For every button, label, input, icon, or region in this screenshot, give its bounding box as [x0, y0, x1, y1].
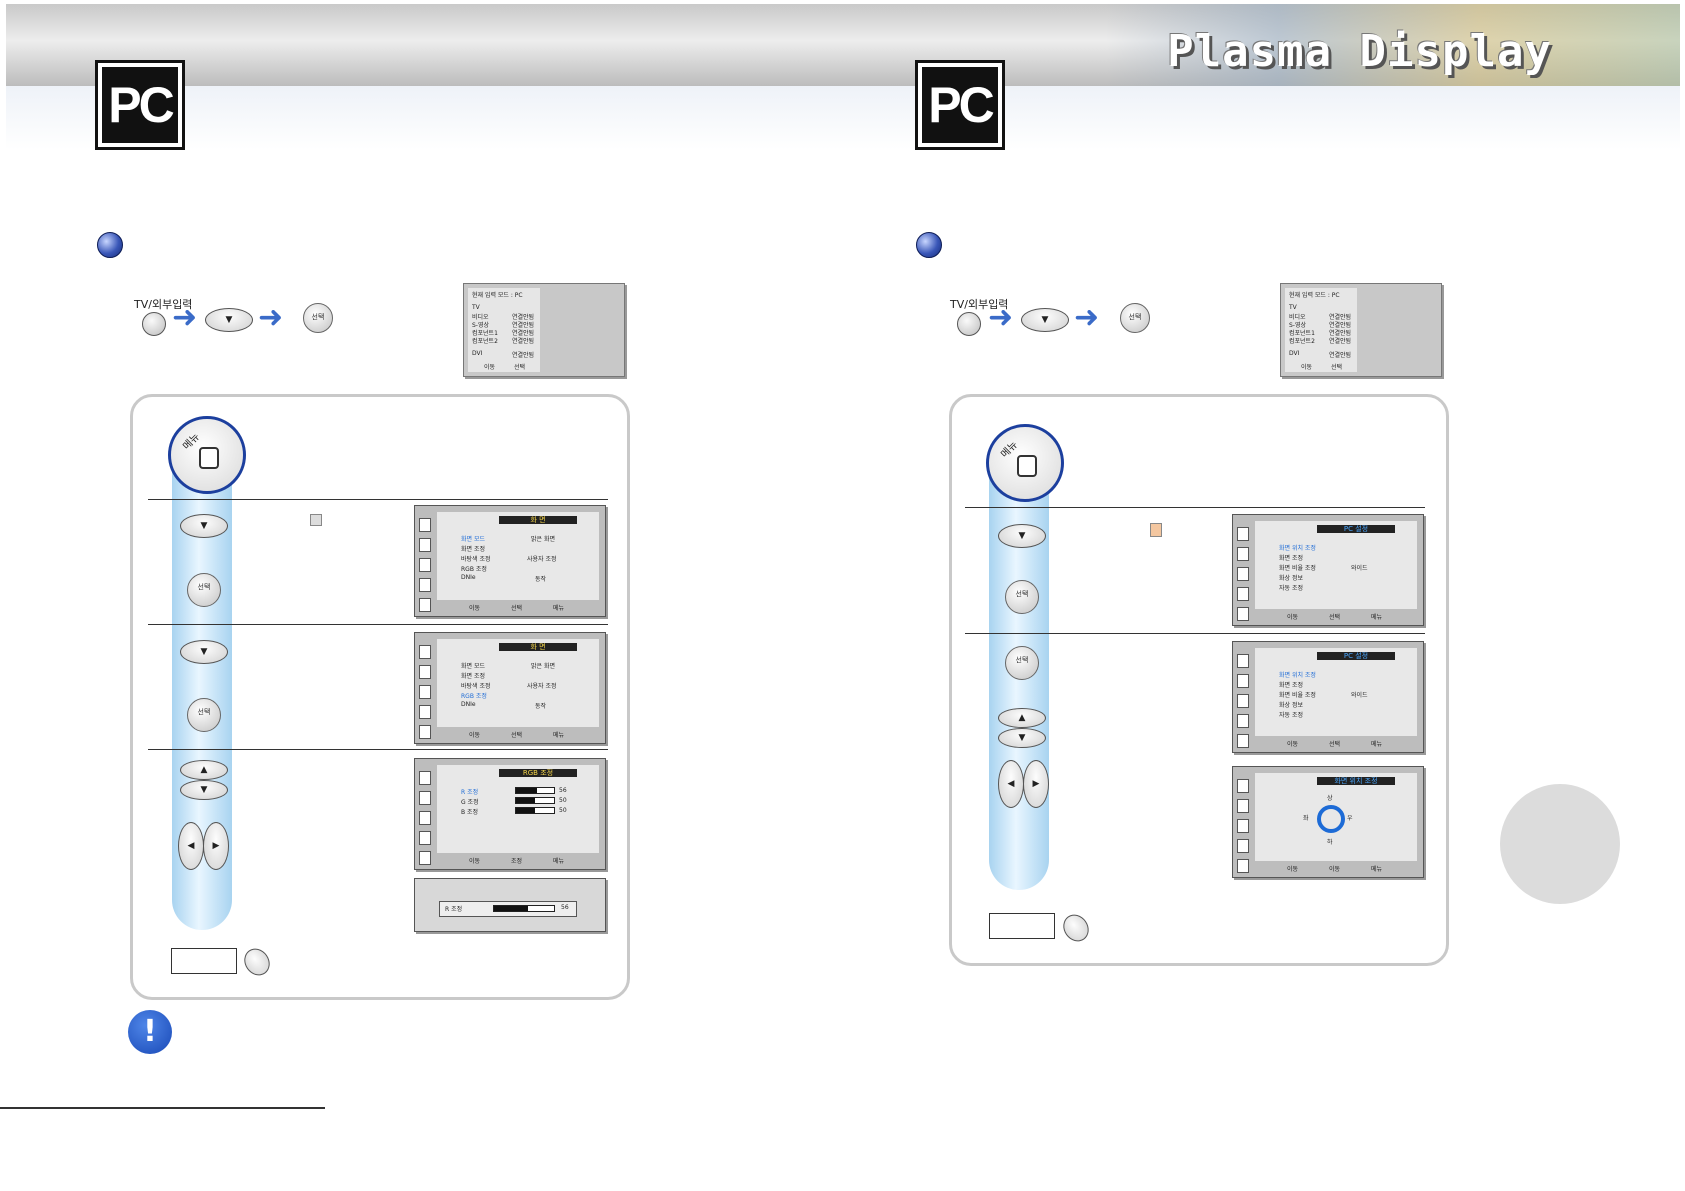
exit-box [989, 913, 1055, 939]
menu-button[interactable]: 메뉴 [168, 416, 246, 494]
up-button[interactable]: ▲ [998, 708, 1046, 728]
source-button-label: TV/외부입력 [134, 298, 193, 311]
picture-menu-icon [310, 514, 322, 526]
select-button[interactable]: 선택 [303, 303, 333, 333]
select-button[interactable]: 선택 [187, 698, 221, 732]
arrow-right-icon: ➜ [172, 300, 198, 335]
source-button[interactable] [957, 312, 981, 336]
header-fade [6, 86, 1680, 150]
select-button[interactable]: 선택 [1005, 646, 1039, 680]
select-button[interactable]: 선택 [1005, 580, 1039, 614]
r-adjust-bar [493, 905, 555, 912]
source-button[interactable] [142, 312, 166, 336]
position-menu-osd: 화면 위치 조정 상 좌 우 하 이동 이동 메뉴 [1232, 766, 1424, 878]
header-banner: Plasma Display [6, 4, 1680, 86]
down-button[interactable]: ▼ [998, 524, 1046, 548]
down-button[interactable]: ▼ [1021, 308, 1069, 332]
pc-menu-osd-2: PC 설정 화면 위치 조정 화면 조정 화면 비율 조정 와이드 화상 정보 … [1232, 641, 1424, 753]
rgb-menu-osd: RGB 조정 R 조정 56 G 조정 50 B 조정 50 이동 조정 메뉴 [414, 758, 606, 870]
arrow-right-icon: ➜ [1074, 300, 1100, 335]
select-button[interactable]: 선택 [1120, 303, 1150, 333]
up-button[interactable]: ▲ [180, 760, 228, 780]
menu-button[interactable]: 메뉴 [986, 424, 1064, 502]
brand-title: Plasma Display [1167, 26, 1552, 77]
down-button[interactable]: ▼ [180, 640, 228, 664]
page-tab-marker [1500, 784, 1620, 904]
menu-icon [199, 447, 219, 469]
pc-logo-left: PC [95, 60, 185, 150]
menu-icon [1017, 455, 1037, 477]
right-button[interactable]: ▶ [203, 822, 229, 870]
pc-logo-right: PC [915, 60, 1005, 150]
section-bullet-left [97, 232, 123, 258]
source-list-title: 현재 입력 모드 : PC [472, 292, 523, 299]
source-list-screen: 현재 입력 모드 : PC TV 비디오 연결안됨 S-영상 연결안됨 컴포넌트… [463, 283, 625, 377]
position-dial-icon [1317, 805, 1345, 833]
section-bullet-right [916, 232, 942, 258]
source-list-screen: 현재 입력 모드 : PC TV 비디오 연결안됨 S-영상 연결안됨 컴포넌트… [1280, 283, 1442, 377]
pc-menu-icon [1150, 523, 1162, 537]
circuit-decoration [1106, 4, 1680, 86]
screen-menu-osd-1: 화 면 화면 모드 밝은 화면 화면 조정 바탕색 조정 사용자 조정 RGB … [414, 505, 606, 617]
g-level-bar [515, 797, 555, 804]
warning-icon: ! [128, 1010, 172, 1054]
exit-box [171, 948, 237, 974]
screen-menu-osd-2: 화 면 화면 모드 밝은 화면 화면 조정 바탕색 조정 사용자 조정 RGB … [414, 632, 606, 744]
r-level-bar [515, 787, 555, 794]
footer-rule [0, 1107, 325, 1109]
select-button[interactable]: 선택 [187, 573, 221, 607]
source-button-label: TV/외부입력 [950, 298, 1009, 311]
left-button[interactable]: ◀ [178, 822, 204, 870]
down-button[interactable]: ▼ [180, 514, 228, 538]
right-button[interactable]: ▶ [1023, 760, 1049, 808]
arrow-right-icon: ➜ [258, 300, 284, 335]
r-adjust-osd: R 조정 56 [414, 878, 606, 932]
pc-menu-osd-1: PC 설정 화면 위치 조정 화면 조정 화면 비율 조정 와이드 화상 정보 … [1232, 514, 1424, 626]
b-level-bar [515, 807, 555, 814]
select-button-label: 선택 [311, 313, 325, 321]
arrow-right-icon: ➜ [988, 300, 1014, 335]
down-button[interactable]: ▼ [998, 728, 1046, 748]
left-button[interactable]: ◀ [998, 760, 1024, 808]
down-button[interactable]: ▼ [180, 780, 228, 800]
down-button[interactable]: ▼ [205, 308, 253, 332]
